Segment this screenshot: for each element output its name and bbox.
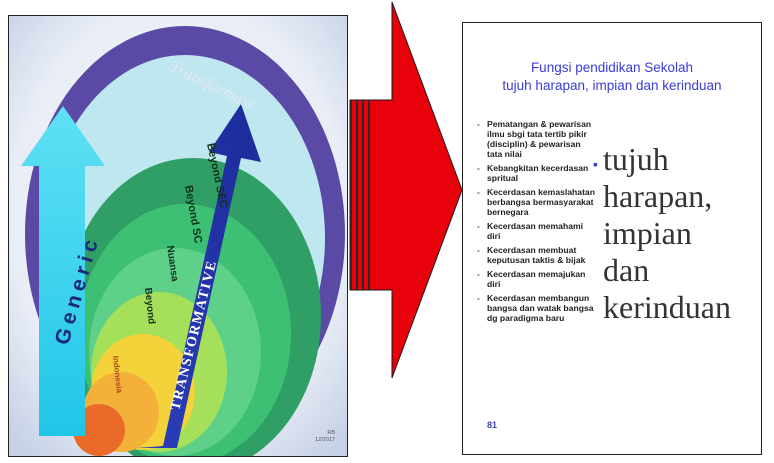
bullet-item-4: Kecerdasan memahami diri <box>477 221 595 241</box>
big-text-block: ▪ tujuh harapan, impian dan kerinduan <box>603 141 762 326</box>
bullet-item-2: Kebangkitan kecerdasan spritual <box>477 163 595 183</box>
bullet-item-3: Kecerdasan kemaslahatan berbangsa bermas… <box>477 187 595 217</box>
big-text-line-2: harapan, <box>603 178 762 215</box>
big-text-line-1: tujuh <box>603 141 762 178</box>
big-text-line-3: impian <box>603 215 762 252</box>
slide-title-line-2: tujuh harapan, impian dan kerinduan <box>463 77 761 95</box>
bullet-list: Pematangan & pewarisan ilmu sbgi tata te… <box>477 119 595 327</box>
arrow-stripe-2 <box>356 100 358 290</box>
left-slide-panel: Generic TRANSFORMATIVE Transformasi Beyo… <box>8 15 348 457</box>
stamp-line-2: 12/2017 <box>315 437 335 444</box>
arrow-stripe-1 <box>350 100 352 290</box>
slide-title-line-1: Fungsi pendidikan Sekolah <box>463 59 761 77</box>
slide-stamp: RB 12/2017 <box>315 430 335 444</box>
bullet-item-1: Pematangan & pewarisan ilmu sbgi tata te… <box>477 119 595 159</box>
big-text-line-4: dan <box>603 252 762 289</box>
slide-number: 81 <box>487 420 497 430</box>
square-bullet-icon: ▪ <box>593 147 598 184</box>
arrow-stripe-4 <box>368 100 370 290</box>
right-slide-panel: Fungsi pendidikan Sekolah tujuh harapan,… <box>462 22 762 455</box>
big-red-arrow <box>344 0 464 463</box>
stamp-line-1: RB <box>315 430 335 437</box>
bullet-item-7: Kecerdasan membangun bangsa dan watak ba… <box>477 293 595 323</box>
big-text-line-5: kerinduan <box>603 289 762 326</box>
arrow-stripe-3 <box>362 100 364 290</box>
bullet-item-5: Kecerdasan membuat keputusan taktis & bi… <box>477 245 595 265</box>
bullet-item-6: Kecerdasan memajukan diri <box>477 269 595 289</box>
transformation-diagram: Generic TRANSFORMATIVE Transformasi Beyo… <box>9 16 348 457</box>
